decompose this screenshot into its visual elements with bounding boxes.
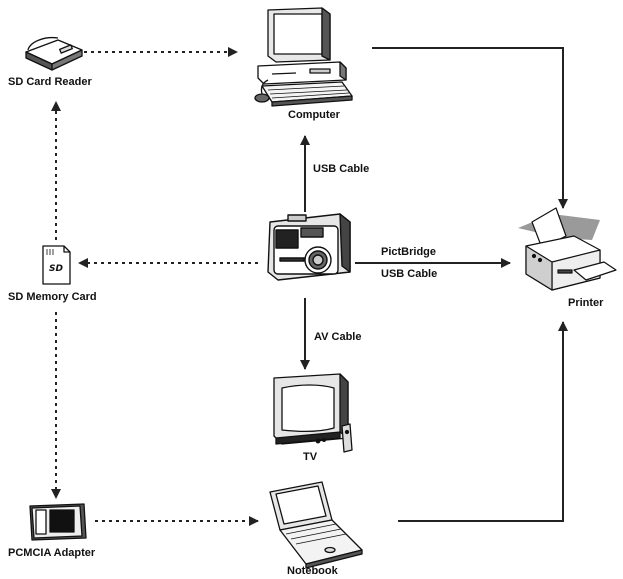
connector-computer-to-printer — [372, 47, 568, 209]
label-usb-cable-printer: USB Cable — [381, 268, 438, 280]
sd-card-icon: SD — [42, 245, 71, 285]
label-sd-card-reader: SD Card Reader — [8, 76, 92, 88]
camera-icon — [267, 213, 351, 281]
computer-icon — [254, 7, 353, 107]
notebook-icon — [269, 481, 363, 569]
connector-notebook-to-printer — [398, 321, 568, 522]
label-sd-memory-card: SD Memory Card — [8, 291, 97, 303]
printer-icon — [518, 207, 617, 291]
label-usb-cable-computer: USB Cable — [313, 163, 370, 175]
label-pictbridge: PictBridge — [381, 246, 437, 258]
label-computer: Computer — [288, 109, 340, 121]
label-printer: Printer — [568, 297, 604, 309]
sd-card-logo: SD — [49, 264, 63, 274]
pcmcia-adapter-icon — [29, 503, 87, 541]
label-notebook: Notebook — [287, 565, 338, 577]
tv-icon — [273, 373, 353, 453]
label-av-cable: AV Cable — [314, 331, 362, 343]
card-reader-icon — [25, 36, 83, 71]
label-tv: TV — [303, 451, 318, 463]
label-pcmcia-adapter: PCMCIA Adapter — [8, 547, 96, 559]
